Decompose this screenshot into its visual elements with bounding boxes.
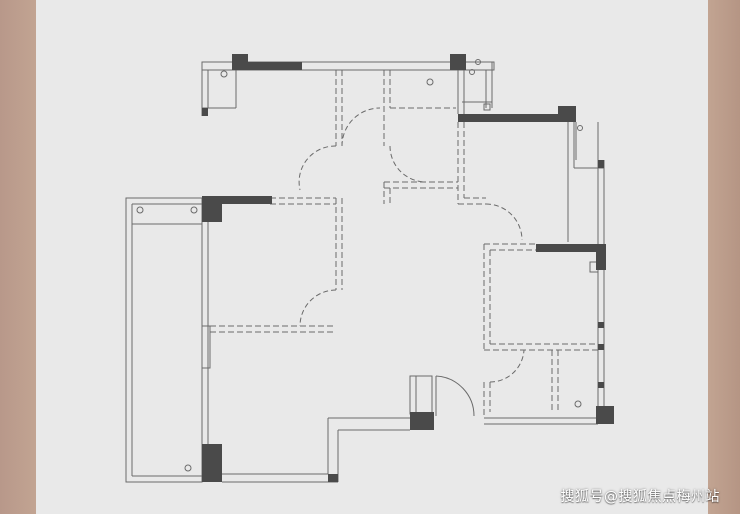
wall-pillars — [202, 54, 614, 482]
pipe-icon — [577, 125, 583, 131]
drain-icon — [190, 206, 198, 214]
paper-texture-left — [0, 0, 36, 514]
entry-door-swing — [435, 375, 475, 417]
sink-icon — [483, 103, 491, 111]
drain-icon — [184, 464, 192, 472]
door-swings — [298, 107, 525, 383]
drain-icon — [426, 78, 434, 86]
left-balcony — [125, 197, 211, 483]
pipe-icon — [220, 70, 228, 78]
paper-texture-right — [708, 0, 740, 514]
interior-partitions — [210, 70, 598, 418]
entry-frame — [409, 375, 433, 415]
watermark: 搜狐号@搜狐焦点梅州站 — [560, 489, 720, 505]
drain-icon — [574, 400, 582, 408]
outer-walls — [207, 61, 598, 483]
pipe-icon — [475, 59, 481, 65]
top-balcony — [201, 61, 495, 116]
pipe-icon — [469, 69, 475, 75]
drain-icon — [136, 206, 144, 214]
